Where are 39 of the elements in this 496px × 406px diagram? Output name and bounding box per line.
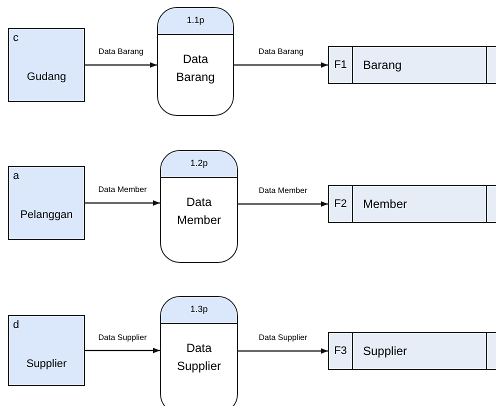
process-number: 1.1p [186,15,206,25]
process-number: 1.2p [189,158,209,168]
external-entity-box [8,28,85,102]
process-name: Data Member [176,194,222,229]
data-store [328,46,496,84]
external-entity-box [8,166,85,240]
data-store [328,332,496,370]
external-entity-box [8,315,85,386]
edge-label: Data Member [97,185,148,194]
store-code: F2 [329,186,353,222]
entity-name: Gudang [26,71,68,83]
store-name: Barang [363,57,402,74]
entity-code: a [13,170,20,182]
arrow [85,200,160,206]
process-name: Data Supplier [176,340,222,375]
edge-label: Data Supplier [97,332,148,342]
entity-name: Pelanggan [19,209,74,221]
process-number: 1.3p [189,304,209,314]
arrow [238,201,328,207]
edge-label: Data Barang [258,47,304,56]
process-box [157,7,234,116]
entity-code: d [13,319,20,331]
store-code: F1 [329,47,353,83]
store-name: Supplier [363,343,408,360]
store-code: F3 [329,333,353,369]
process-box [160,150,238,263]
arrow [238,348,328,354]
entity-name: Supplier [25,358,68,370]
process-box [160,296,238,406]
process-name: Data Barang [175,51,216,86]
edge-label: Data Supplier [258,333,308,342]
entity-code: c [13,32,18,44]
store-name: Member [363,196,408,213]
arrow [234,62,328,68]
data-store [328,185,496,223]
arrow [85,348,160,354]
edge-label: Data Member [258,186,308,195]
arrow [85,62,157,68]
edge-label: Data Barang [98,47,144,56]
